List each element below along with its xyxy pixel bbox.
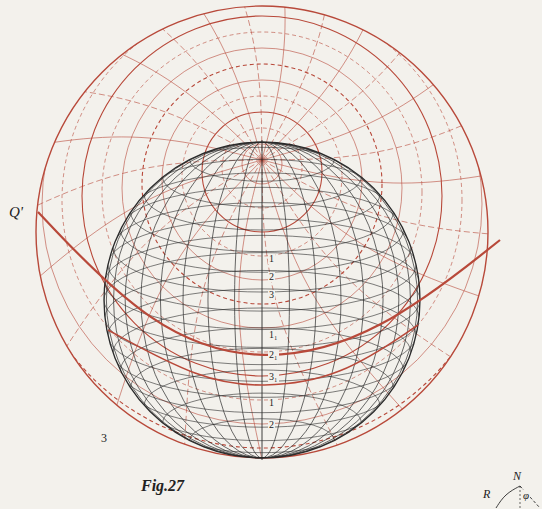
scale-number: 2₁: [268, 350, 279, 360]
sphere-grid: [104, 138, 420, 462]
scale-number: 2: [268, 272, 275, 282]
parallel-curve: [108, 325, 418, 385]
figure-caption: Fig.27: [140, 478, 185, 494]
scale-number: 3₁: [268, 372, 279, 382]
scale-number: 1: [268, 398, 275, 408]
point-label: R: [482, 488, 491, 500]
scale-number: 3: [100, 432, 108, 444]
equator-curve: [38, 212, 500, 355]
scale-number: 3: [268, 290, 275, 300]
angle-figure: [496, 486, 540, 508]
axis-line: [262, 140, 263, 460]
outer-grid: [0, 0, 542, 472]
point-label: N: [512, 470, 522, 482]
angle-label: φ: [522, 490, 530, 501]
scale-number: 1₁: [268, 330, 279, 340]
scale-number: 2: [268, 420, 275, 430]
scale-number: 1: [268, 254, 275, 264]
point-label: Q': [8, 205, 24, 220]
